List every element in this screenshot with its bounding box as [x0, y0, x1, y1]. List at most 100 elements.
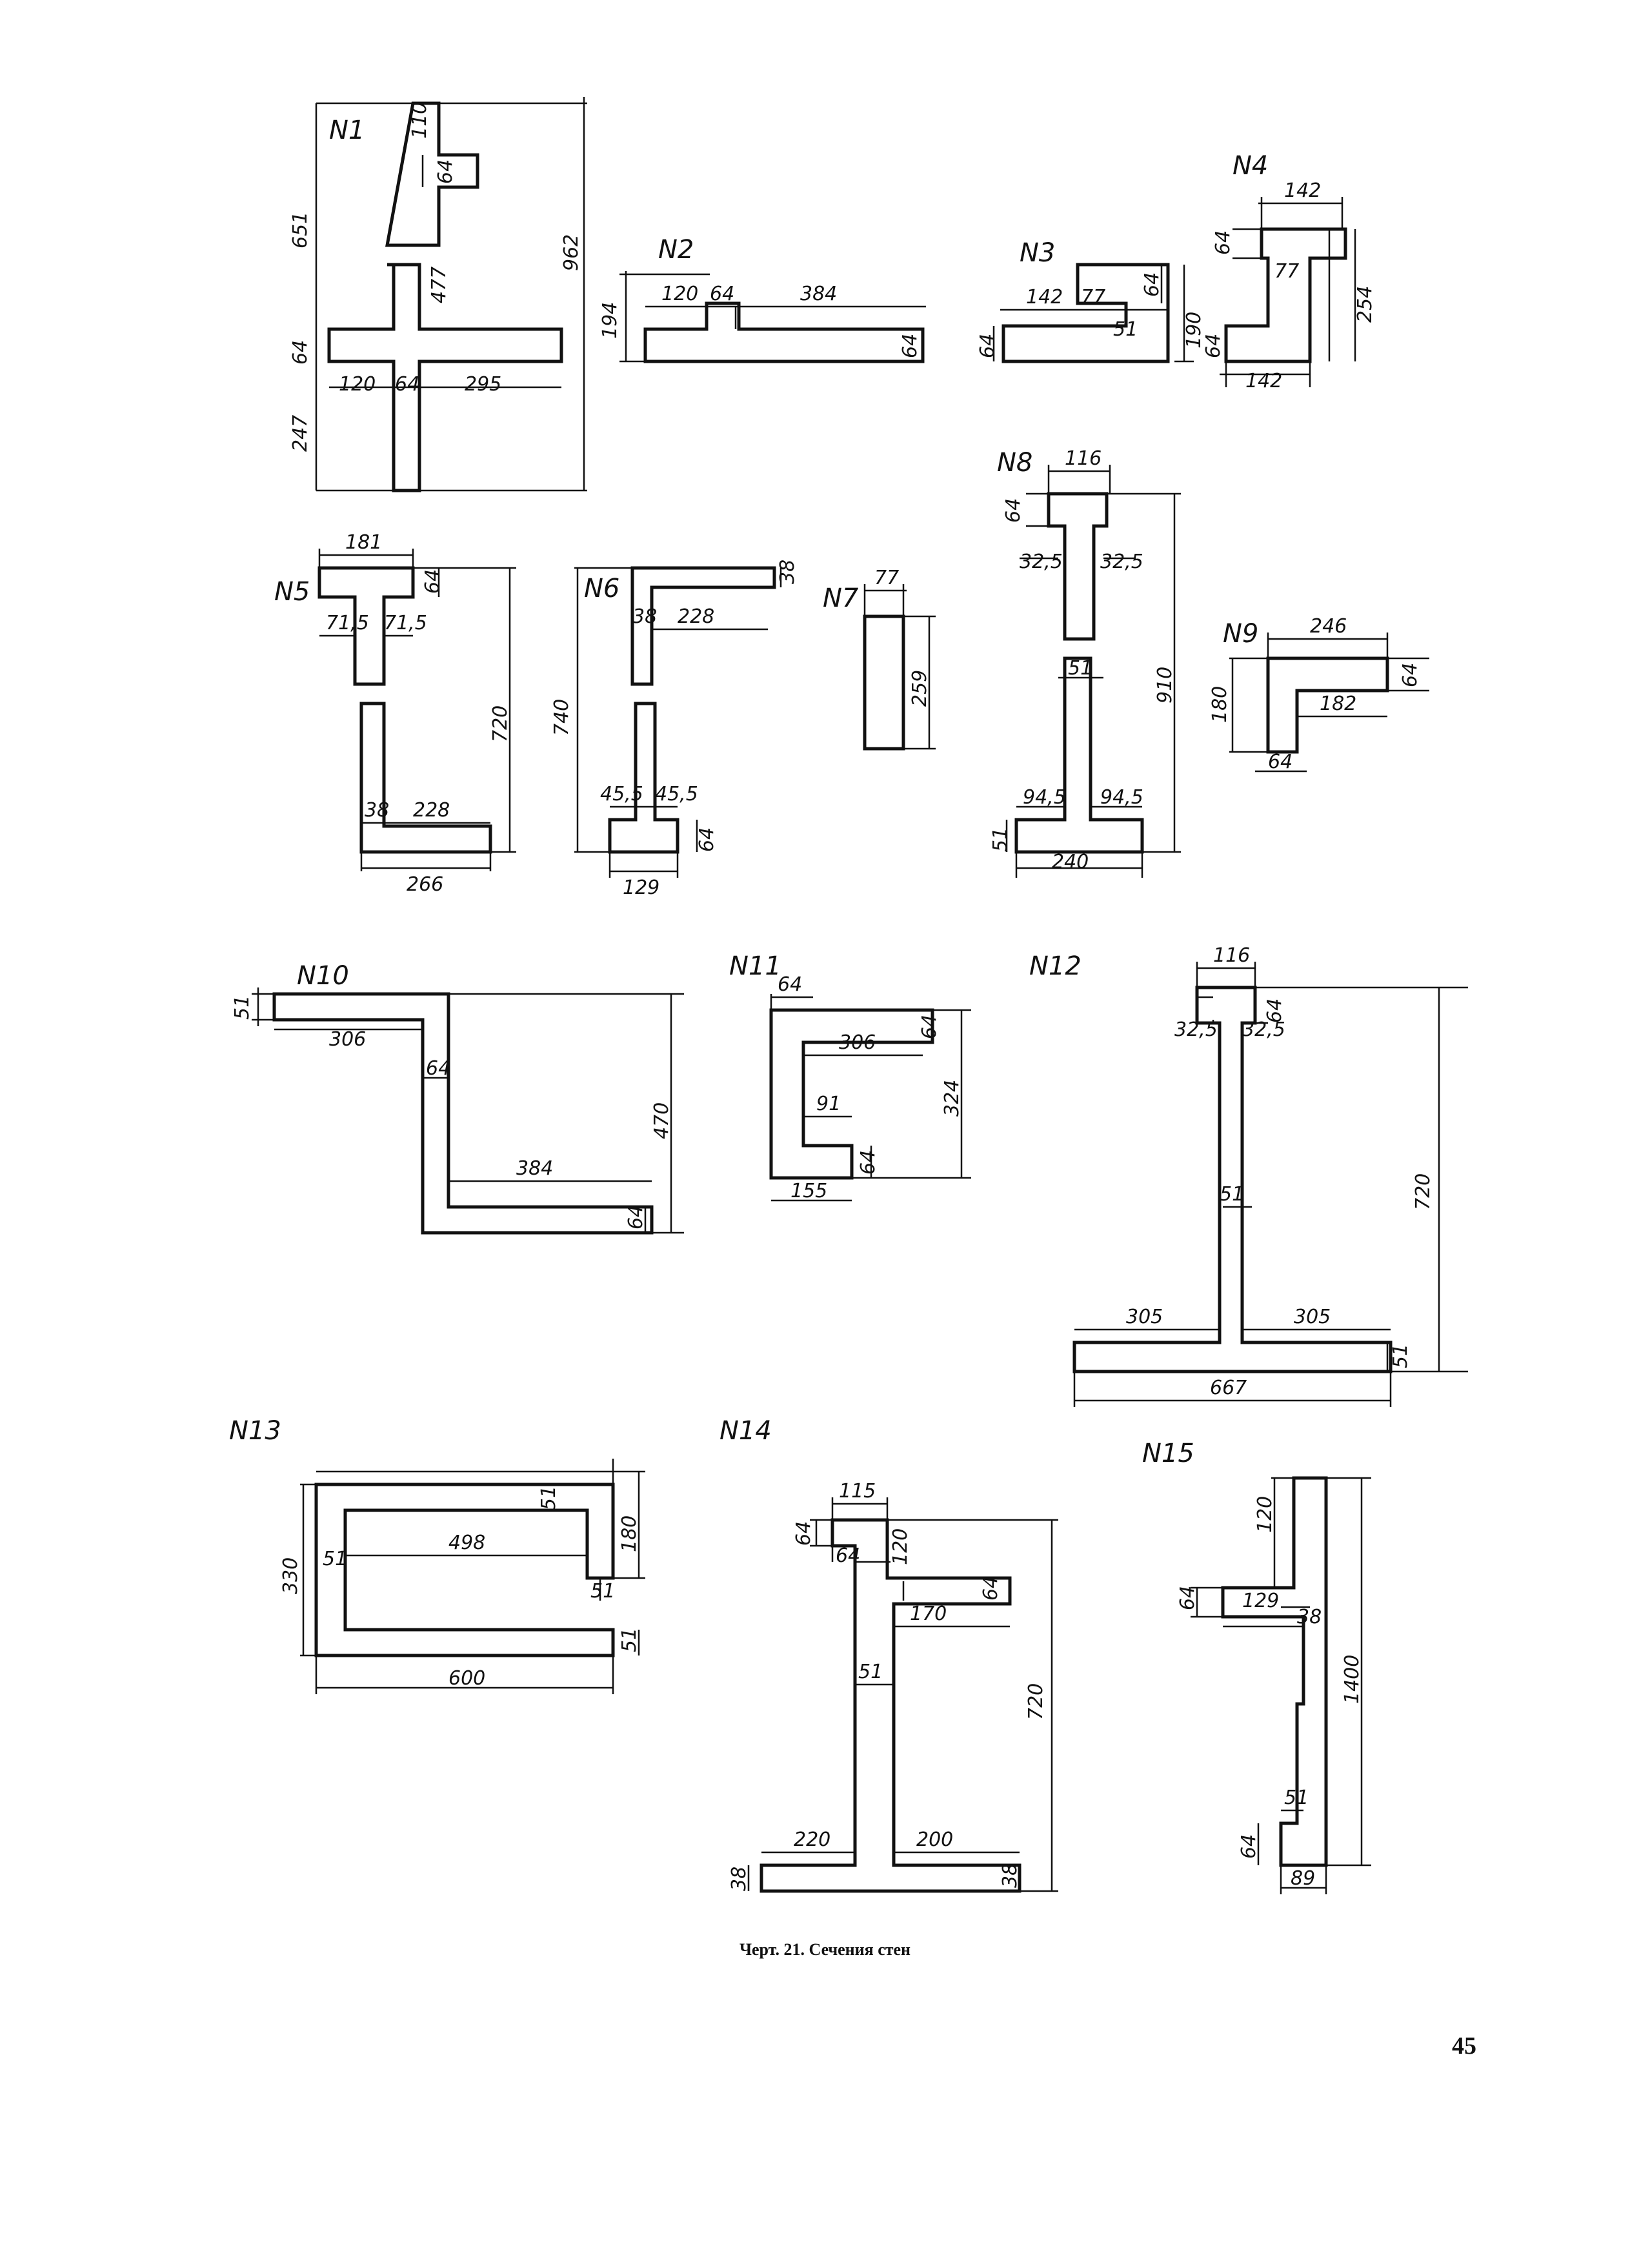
dimension-label: 120: [889, 1528, 912, 1565]
section-n9: N9 246 64 180 182 64: [1209, 615, 1429, 773]
dimension-label: 64: [778, 973, 802, 996]
section-n7: N7 77 259: [823, 567, 936, 751]
dimension-label: 51: [618, 1628, 641, 1652]
dimension-label: 64: [899, 334, 921, 358]
dimension-label: 38: [365, 799, 389, 822]
section-outline: [643, 301, 925, 363]
dimension-label: 45,5: [600, 783, 643, 805]
dimension-label: 651: [289, 212, 312, 248]
section-outline: [385, 101, 479, 247]
dimension-lines: [863, 584, 936, 750]
dimension-label: 64: [1202, 334, 1225, 358]
dimension-label: 64: [1263, 998, 1286, 1023]
dimension-label: 71,5: [326, 612, 369, 634]
dimension-label: 330: [279, 1557, 302, 1594]
dimension-label: 64: [1238, 1834, 1260, 1859]
dimension-label: 51: [858, 1661, 883, 1683]
dimension-label: 194: [599, 302, 621, 339]
section-outline: [630, 566, 776, 686]
dimension-lines: [300, 1459, 645, 1694]
dimension-label: 64: [918, 1015, 941, 1039]
section-label: N13: [229, 1416, 281, 1446]
dimension-label: 295: [465, 373, 501, 396]
dimension-label: 51: [989, 827, 1012, 852]
dimension-label: 32,5: [1174, 1018, 1218, 1041]
dimension-label: 71,5: [384, 612, 427, 634]
section-label: N5: [274, 577, 310, 607]
dimension-label: 266: [407, 873, 443, 896]
section-outline: [608, 702, 679, 854]
section-n6: N6 38 38 228 740 45,5 45,5 64 129: [550, 560, 799, 899]
dimension-label: 228: [413, 799, 450, 822]
dimension-label: 64: [1176, 1586, 1199, 1610]
dimension-label: 38: [776, 560, 799, 584]
dimension-label: 246: [1310, 615, 1347, 638]
section-outline: [1047, 492, 1109, 641]
dimension-label: 384: [800, 283, 837, 305]
dimension-label: 600: [448, 1667, 485, 1690]
dimension-label: 254: [1354, 286, 1376, 323]
section-outline: [863, 614, 905, 751]
dimension-label: 51: [1284, 1787, 1309, 1809]
dimension-label: 32,5: [1100, 551, 1143, 573]
dimension-label: 38: [1297, 1606, 1322, 1628]
section-label: N6: [584, 574, 619, 603]
dimension-label: 498: [448, 1532, 485, 1554]
dimension-label: 240: [1052, 851, 1089, 873]
section-outline: [1014, 656, 1144, 854]
dimension-lines: [574, 567, 782, 878]
dimension-label: 38: [632, 605, 657, 628]
dimension-label: 51: [1389, 1344, 1412, 1368]
section-n8: N8 116 64 32,5 32,5 910 51 94,5 94,5 51 …: [989, 447, 1181, 878]
dimension-label: 477: [428, 267, 450, 303]
section-outline: [769, 1008, 934, 1180]
dimension-label: 64: [836, 1544, 860, 1567]
dimension-label: 306: [839, 1031, 876, 1054]
dimension-label: 77: [1274, 260, 1299, 283]
dimension-label: 51: [1113, 318, 1138, 341]
section-label: N2: [658, 235, 694, 265]
dimension-label: 32,5: [1020, 551, 1063, 573]
dimension-label: 64: [792, 1521, 815, 1546]
section-outline: [1224, 227, 1347, 363]
dimension-label: 64: [980, 1576, 1002, 1601]
dimension-label: 155: [790, 1180, 827, 1202]
section-n12: N12 116 64 32,5 32,5 720 51 305 305 51 6…: [1029, 944, 1468, 1407]
dimension-label: 180: [618, 1515, 641, 1552]
dimension-label: 110: [408, 102, 431, 139]
dimension-label: 77: [874, 567, 899, 589]
section-outline: [359, 702, 492, 854]
dimension-label: 94,5: [1100, 786, 1143, 809]
dimension-label: 38: [728, 1867, 750, 1891]
dimension-label: 64: [710, 283, 734, 305]
dimension-label: 120: [339, 373, 376, 396]
dimension-lines: [1229, 633, 1429, 773]
section-label: N10: [297, 961, 349, 991]
dimension-label: 180: [1209, 686, 1231, 723]
dimension-label: 120: [1254, 1496, 1276, 1533]
dimension-label: 200: [916, 1828, 953, 1851]
dimension-label: 324: [941, 1080, 963, 1117]
page-number: 45: [1452, 2032, 1476, 2060]
dimension-label: 51: [590, 1580, 615, 1603]
dimension-label: 116: [1065, 447, 1102, 470]
dimension-label: 470: [650, 1102, 673, 1139]
dimension-label: 667: [1210, 1377, 1247, 1399]
dimension-label: 1400: [1341, 1655, 1363, 1704]
section-label: N4: [1232, 151, 1268, 181]
dimension-label: 64: [696, 827, 718, 852]
section-outline: [1072, 986, 1393, 1373]
dimension-label: 220: [794, 1828, 830, 1851]
dimension-label: 720: [1412, 1173, 1434, 1210]
dimension-lines: [747, 1497, 1058, 1892]
dimension-label: 142: [1026, 286, 1063, 309]
dimension-label: 89: [1291, 1867, 1315, 1890]
figure-caption: Черт. 21. Сечения стен: [739, 1940, 911, 1959]
dimension-label: 306: [329, 1028, 366, 1051]
dimension-label: 142: [1245, 370, 1282, 392]
dimension-label: 129: [623, 876, 659, 899]
section-label: N15: [1142, 1439, 1194, 1468]
dimension-label: 384: [516, 1157, 553, 1180]
section-n5: N5 181 64 71,5 71,5 720 38 228 266: [274, 531, 516, 896]
